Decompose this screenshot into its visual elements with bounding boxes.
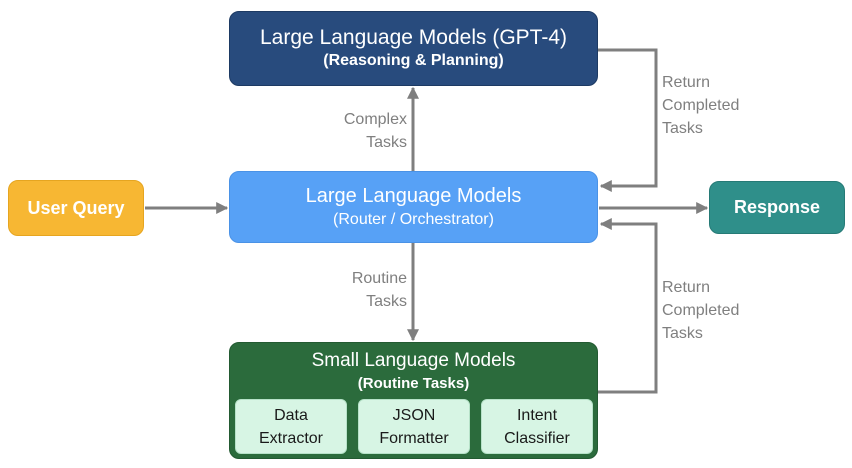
return-bottom-label: Return Completed Tasks [662, 276, 739, 345]
router-title: Large Language Models [305, 184, 522, 207]
user-query-label: User Query [27, 197, 125, 218]
response-label: Response [733, 197, 821, 217]
subtask-line2: Formatter [379, 429, 449, 447]
routine-tasks-label: Routine Tasks [320, 267, 407, 313]
subtask-line1: JSON [392, 406, 436, 424]
router-node: Large Language Models (Router / Orchestr… [229, 171, 598, 243]
edge-label-line: Tasks [662, 120, 703, 137]
edge-label-line: Tasks [366, 134, 407, 151]
subtask-json-formatter: JSON Formatter [358, 399, 470, 454]
llm-top-title: Large Language Models (GPT-4) [259, 26, 567, 49]
llm-top-node: Large Language Models (GPT-4) (Reasoning… [229, 11, 598, 86]
response-node: Response [709, 181, 845, 234]
edge-label-line: Completed [662, 97, 740, 114]
edge-label-line: Completed [662, 302, 740, 319]
return-top-label: Return Completed Tasks [662, 71, 739, 140]
arrow-slm-return [598, 218, 658, 394]
edge-label-line: Tasks [366, 293, 407, 310]
router-subtitle: (Router / Orchestrator) [333, 210, 494, 228]
subtask-line1: Data [274, 406, 308, 424]
slm-subtitle: (Routine Tasks) [357, 375, 470, 392]
llm-top-subtitle: (Reasoning & Planning) [323, 52, 504, 69]
arrow-llm-return [598, 48, 658, 192]
subtask-intent-classifier: Intent Classifier [481, 399, 593, 454]
user-query-node: User Query [8, 180, 144, 236]
subtask-data-extractor: Data Extractor [235, 399, 347, 454]
subtask-line2: Classifier [504, 429, 570, 447]
edge-label-line: Routine [351, 270, 407, 287]
complex-tasks-label: Complex Tasks [320, 108, 407, 154]
edge-label-line: Return [662, 74, 711, 91]
slm-title: Small Language Models [311, 350, 516, 371]
edge-label-line: Tasks [662, 325, 703, 342]
edge-label-line: Return [662, 279, 711, 296]
edge-label-line: Complex [343, 111, 407, 128]
subtask-line2: Extractor [258, 429, 323, 447]
subtask-line1: Intent [516, 406, 558, 424]
